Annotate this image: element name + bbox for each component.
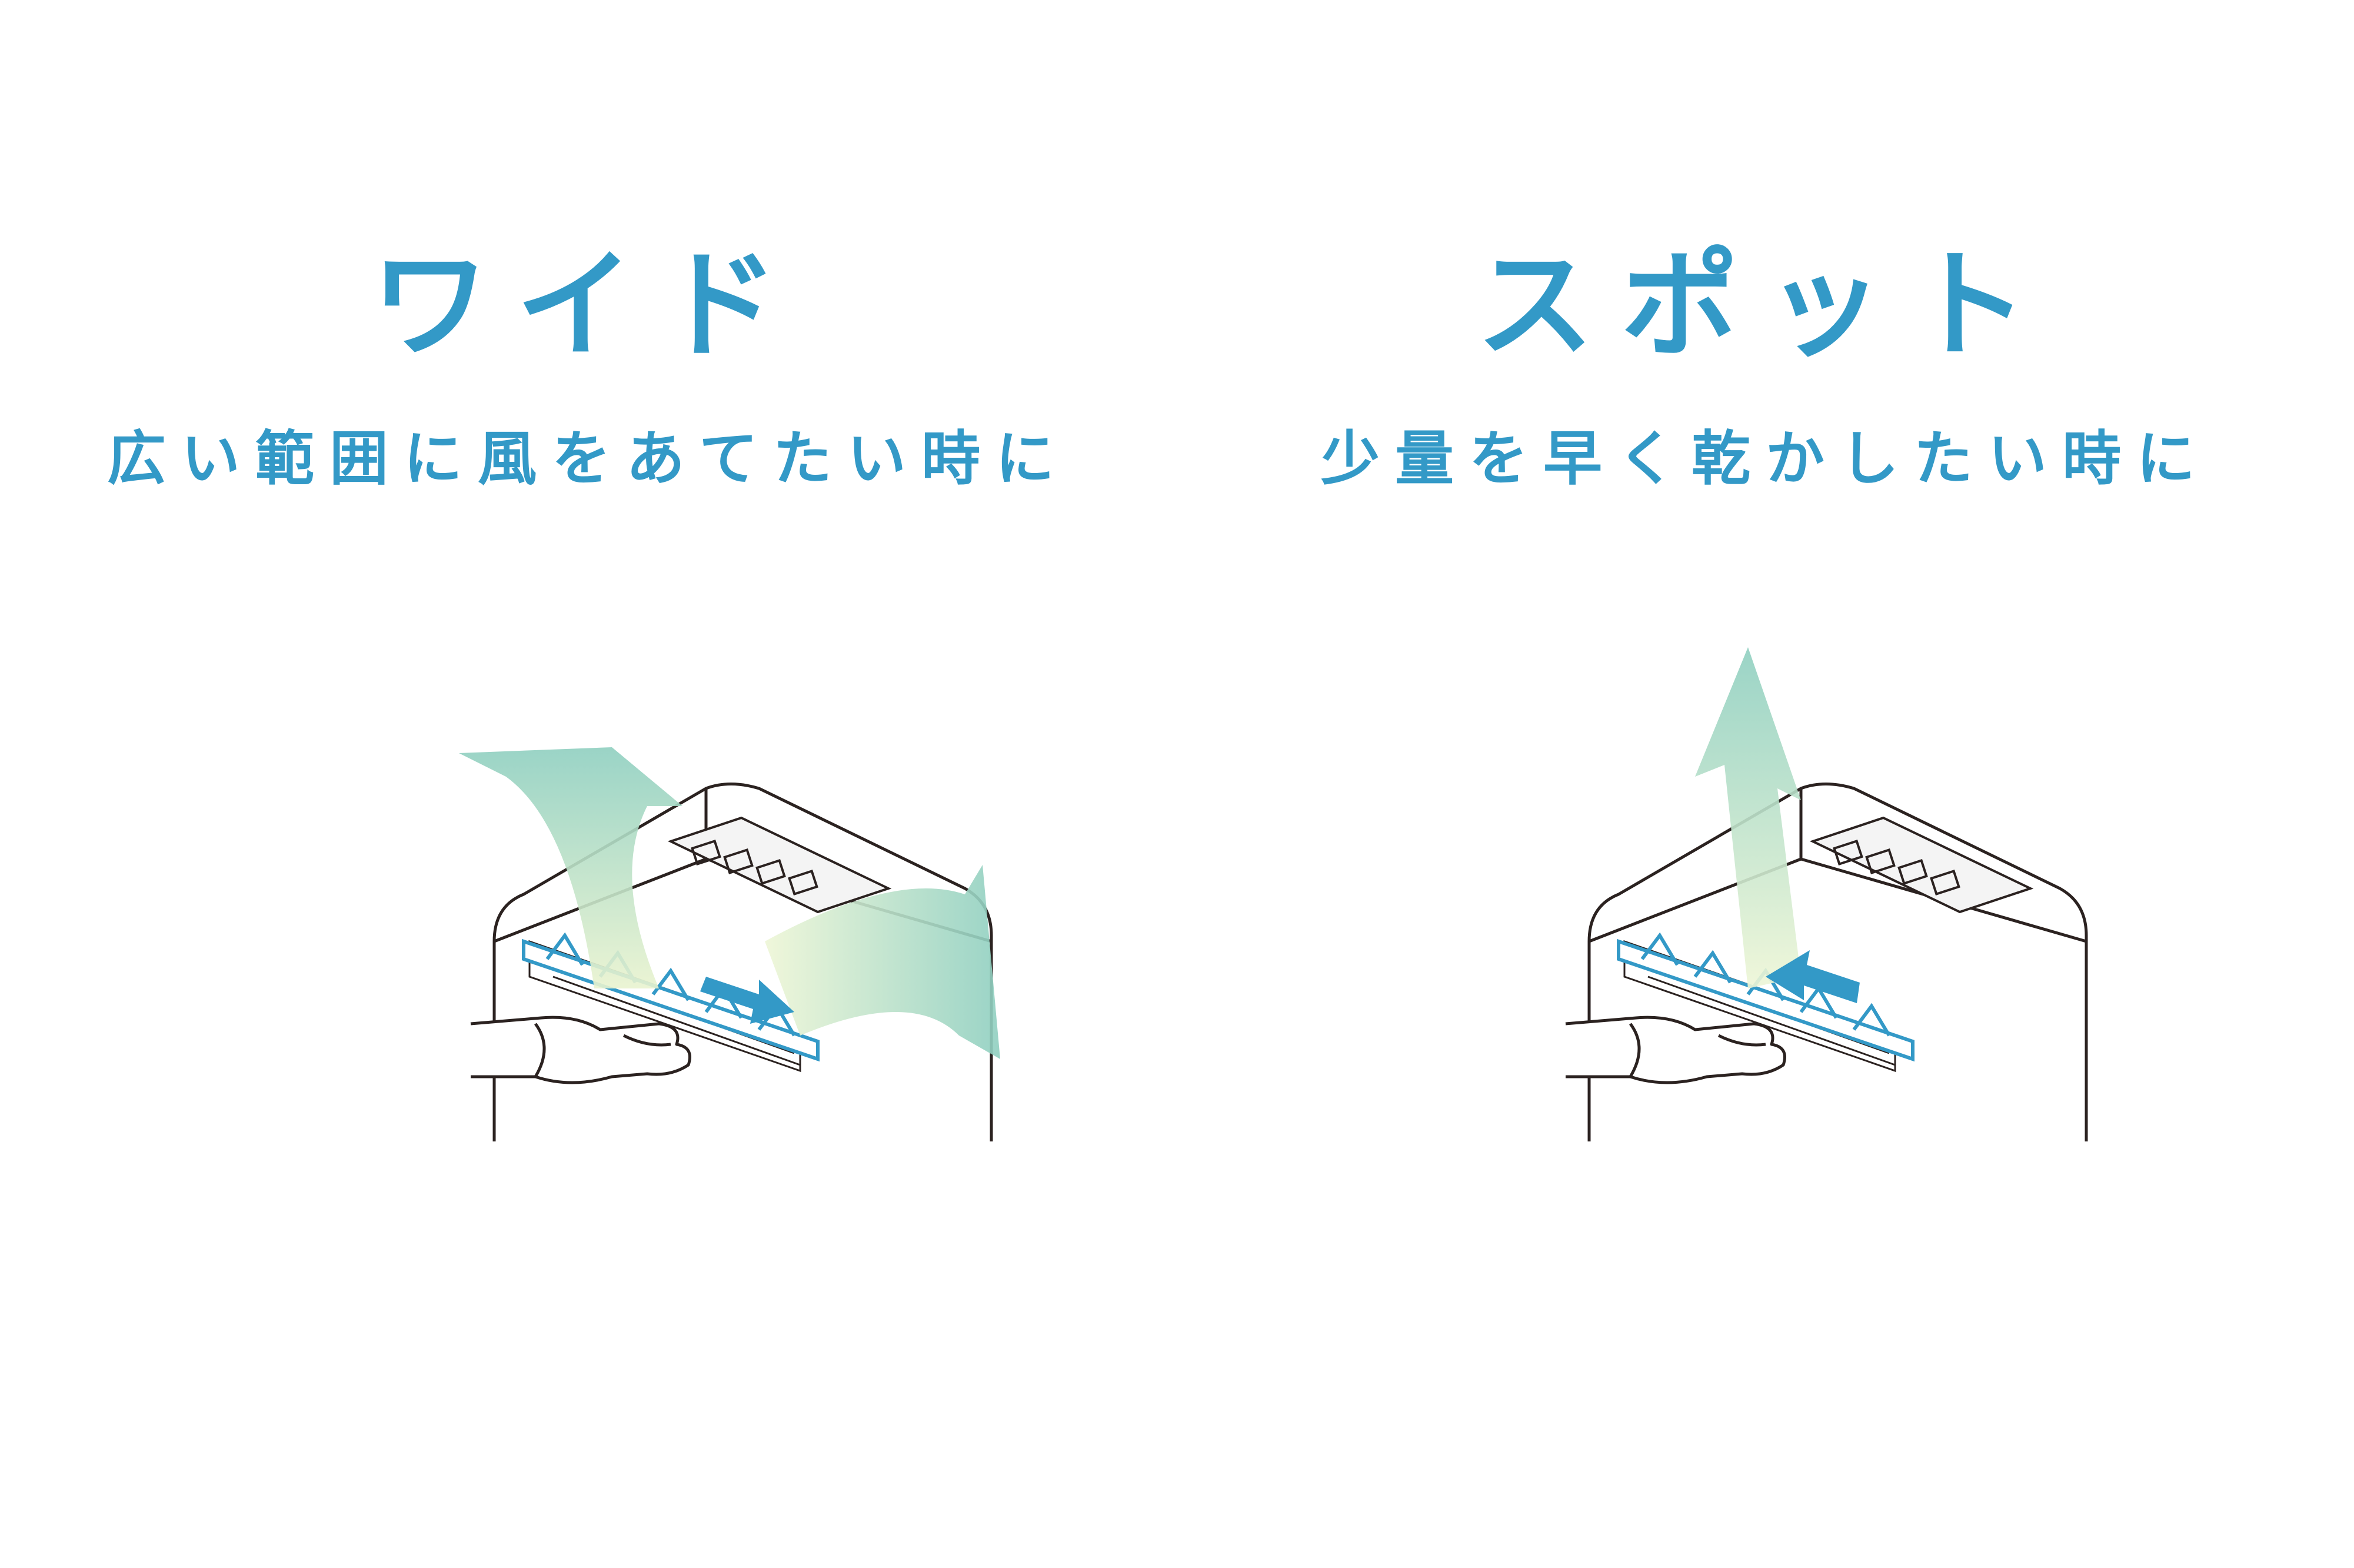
spot-mode-title: スポット	[1476, 237, 2055, 374]
spot-mode-subtitle: 少量を早く乾かしたい時に	[1321, 424, 2210, 493]
airflow-arrow-left	[459, 747, 682, 988]
spot-mode-illustration	[1565, 647, 2088, 1141]
control-panel	[1809, 816, 2034, 914]
louver	[1617, 932, 1915, 1062]
wide-mode-subtitle: 広い範囲に風をあてたい時に	[107, 424, 1070, 493]
arrow-left-icon	[1766, 950, 1860, 1003]
hand	[470, 1016, 691, 1084]
hand	[1565, 1016, 1786, 1084]
wide-mode-illustration	[459, 747, 1000, 1141]
control-panel	[667, 816, 892, 914]
wide-mode-panel: ワイド 広い範囲に風をあてたい時に	[107, 237, 1070, 1141]
spot-mode-panel: スポット 少量を早く乾かしたい時に	[1177, 0, 2354, 1568]
airflow-arrow-up	[1695, 647, 1801, 988]
airflow-arrow-right	[765, 865, 1000, 1059]
arrow-right-icon	[700, 977, 794, 1024]
wide-mode-title: ワイド	[371, 237, 805, 374]
